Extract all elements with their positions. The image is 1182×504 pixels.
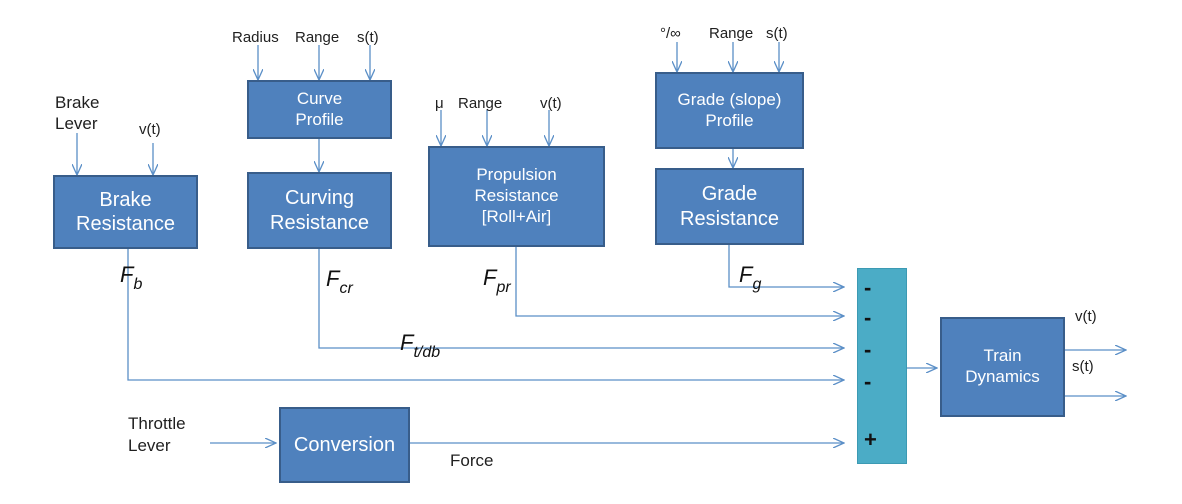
propulsion-resistance-block: Propulsion Resistance [Roll+Air] (428, 146, 605, 247)
fg-main: F (739, 262, 753, 287)
throttle-lever-line1: Throttle (128, 414, 186, 433)
curve-range-label: Range (295, 29, 340, 46)
fpr-sub: pr (496, 279, 511, 296)
brake-lever-line1: Brake (55, 93, 100, 112)
summer-sign-force: + (864, 427, 877, 452)
ftdb-main: F (400, 330, 414, 355)
prop-range-label: Range (458, 95, 503, 112)
summer-sign-fg: - (864, 275, 872, 300)
summing-junction: - - - - + (857, 268, 907, 464)
brake-resistance-line2: Resistance (76, 213, 175, 235)
grade-s-label: s(t) (766, 25, 788, 42)
curve-s-label: s(t) (357, 29, 379, 46)
curve-profile-block: Curve Profile (247, 80, 392, 139)
force-label: Force (450, 451, 494, 470)
fg-wire (728, 245, 844, 287)
permille-label: °/∞ (660, 25, 681, 42)
brake-lever-label: Brake Lever (55, 93, 100, 133)
grade-resistance-block: Grade Resistance (655, 168, 804, 245)
grade-range-label: Range (709, 25, 754, 42)
fcr-sub: cr (339, 280, 353, 297)
fpr-main: F (483, 265, 497, 290)
fg-sub: g (752, 276, 762, 293)
propulsion-line3: [Roll+Air] (481, 206, 552, 226)
summer-sign-fpr: - (864, 305, 872, 330)
s-output-label: s(t) (1072, 358, 1094, 375)
mu-label: μ (435, 95, 444, 112)
fpr-label: Fpr (483, 267, 511, 296)
summer-sign-ftdb: - (864, 337, 872, 362)
propulsion-line1: Propulsion (476, 165, 557, 185)
fb-wire (127, 249, 844, 380)
train-dynamics-block: Train Dynamics (940, 317, 1065, 417)
brake-v-label: v(t) (139, 121, 161, 138)
brake-lever-line2: Lever (55, 113, 98, 133)
train-dynamics-line1: Train (983, 346, 1022, 366)
fb-main: F (120, 262, 134, 287)
fcr-wire (318, 249, 844, 348)
v-output-label: v(t) (1075, 308, 1097, 325)
ftdb-label: Ft/db (400, 332, 440, 361)
brake-resistance-block: Brake Resistance (53, 175, 198, 249)
curving-resistance-line1: Curving (285, 187, 354, 210)
grade-profile-block: Grade (slope) Profile (655, 72, 804, 149)
curve-profile-line2: Profile (295, 109, 344, 129)
curving-resistance-line2: Resistance (270, 211, 369, 234)
grade-profile-line2: Profile (705, 110, 754, 130)
summer-sign-fb: - (864, 369, 872, 394)
fb-label: Fb (120, 264, 142, 293)
conversion-block: Conversion (279, 407, 410, 483)
radius-label: Radius (232, 29, 279, 46)
brake-resistance-line1: Brake (99, 188, 152, 211)
grade-resistance-line1: Grade (701, 183, 758, 206)
curving-resistance-block: Curving Resistance (247, 172, 392, 249)
fcr-main: F (326, 266, 340, 291)
fg-label: Fg (739, 264, 761, 293)
train-dynamics-line2: Dynamics (965, 367, 1040, 386)
fcr-label: Fcr (326, 268, 353, 297)
throttle-lever-line2: Lever (128, 435, 171, 455)
grade-resistance-line2: Resistance (680, 207, 779, 230)
fpr-wire (515, 247, 844, 316)
ftdb-sub: t/db (413, 344, 441, 361)
prop-v-label: v(t) (540, 95, 562, 112)
conversion-label: Conversion (293, 433, 396, 456)
curve-profile-line1: Curve (296, 88, 343, 108)
propulsion-line2: Resistance (474, 186, 559, 206)
grade-profile-line1: Grade (slope) (677, 89, 782, 109)
fb-sub: b (133, 276, 143, 293)
throttle-lever-label: Throttle Lever (128, 414, 186, 455)
